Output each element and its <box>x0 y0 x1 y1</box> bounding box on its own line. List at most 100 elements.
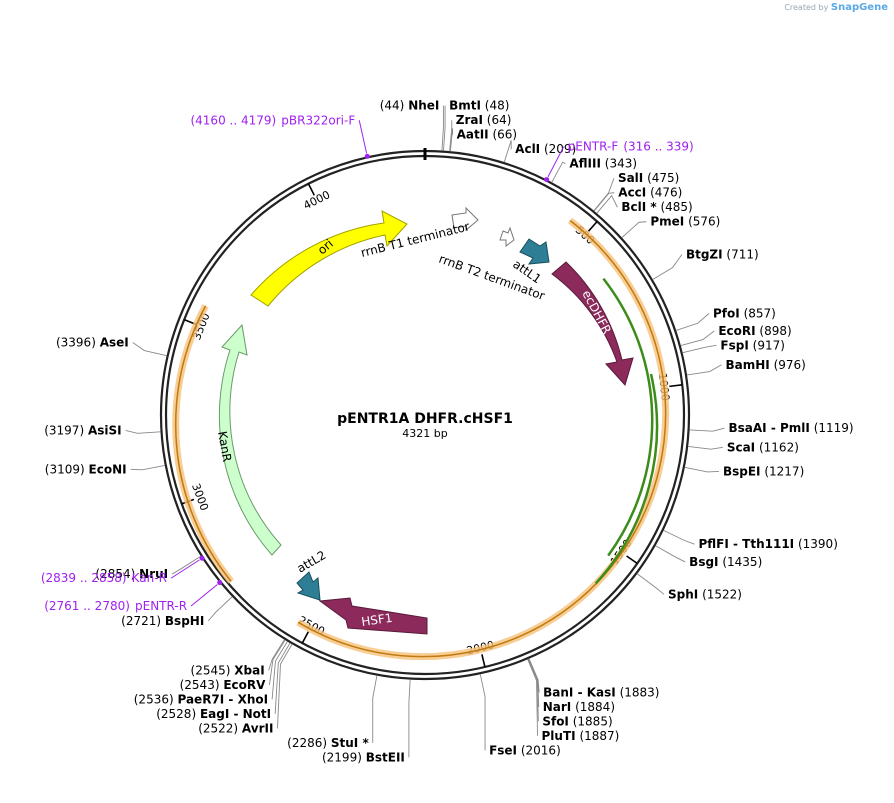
site-leader <box>408 679 411 758</box>
restriction-site[interactable]: PflFI - Tth111I (1390) <box>698 537 837 551</box>
primer-label[interactable]: (2839 .. 2858) Kan-R <box>41 567 167 586</box>
site-name: AccI <box>618 186 646 200</box>
primer-label[interactable]: (4160 .. 4179) pBR322ori-F <box>190 109 355 128</box>
site-leader <box>652 254 683 280</box>
site-name: AflIII <box>569 157 601 171</box>
site-name: PluTI <box>542 729 576 743</box>
site-name: EcoRI <box>718 324 755 338</box>
site-leader-lines <box>125 105 725 758</box>
primer-name: pENTR-F <box>568 140 619 154</box>
tick-label: 4000 <box>301 188 332 212</box>
restriction-site[interactable]: BamHI (976) <box>725 358 805 372</box>
tick-1000 <box>669 384 683 388</box>
restriction-site[interactable]: AclI (209) <box>515 142 576 156</box>
feature-KanR[interactable]: KanR <box>215 323 282 556</box>
restriction-site[interactable]: ScaI (1162) <box>727 440 799 454</box>
site-position: (1119) <box>814 421 854 435</box>
site-name: SalI <box>618 171 643 185</box>
restriction-site[interactable]: (2199) BstEII <box>322 750 405 764</box>
restriction-site[interactable]: BtgZI (711) <box>686 247 759 261</box>
KanR-arrow[interactable] <box>218 323 282 556</box>
site-name: PfoI <box>713 306 740 320</box>
site-name: BanI - KasI <box>543 685 616 699</box>
rrnB-T2-arrow[interactable] <box>499 226 515 247</box>
site-leader <box>593 192 615 212</box>
site-leader <box>682 344 717 354</box>
restriction-site[interactable]: (3109) EcoNI <box>45 462 127 476</box>
restriction-site[interactable]: AccI (476) <box>618 186 682 200</box>
primer-marker <box>217 580 223 586</box>
restriction-site[interactable]: (3396) AseI <box>56 336 129 350</box>
restriction-site[interactable]: (2543) EcoRV <box>180 678 267 692</box>
restriction-site[interactable]: BanI - KasI (1883) <box>543 685 659 699</box>
site-position: (1162) <box>759 440 799 454</box>
restriction-site[interactable]: (2545) XbaI <box>191 663 265 677</box>
restriction-site[interactable]: (2528) EagI - NotI <box>156 707 271 721</box>
attL2-arrow[interactable] <box>296 571 321 601</box>
ecDHFR-arrow[interactable] <box>551 261 634 386</box>
site-leader <box>621 221 647 238</box>
restriction-site[interactable]: (2522) AvrII <box>198 721 273 735</box>
ori-arrow[interactable] <box>250 210 408 307</box>
site-leader <box>503 140 512 163</box>
primer-label[interactable]: (2761 .. 2780) pENTR-R <box>44 595 187 614</box>
restriction-site[interactable]: SalI (475) <box>618 171 679 185</box>
site-leader <box>684 466 719 473</box>
site-position: (976) <box>774 358 806 372</box>
site-position: (485) <box>660 200 692 214</box>
site-position: (343) <box>605 157 637 171</box>
feature-HSF1[interactable]: HSF1 <box>318 597 428 635</box>
restriction-site[interactable]: (2286) StuI * <box>287 736 369 750</box>
site-leader <box>171 555 202 575</box>
restriction-site[interactable]: EcoRI (898) <box>718 324 791 338</box>
restriction-site[interactable]: BmtI (48) <box>449 99 509 113</box>
restriction-site[interactable]: ZraI (64) <box>456 113 512 127</box>
restriction-site[interactable]: FseI (2016) <box>489 743 561 757</box>
primer-labels: (4160 .. 4179) pBR322ori-F pENTR-F (316 .… <box>41 109 694 614</box>
primer-leader <box>547 146 565 178</box>
site-position: (1884) <box>575 700 615 714</box>
site-leader <box>132 342 167 357</box>
restriction-site[interactable]: NarI (1884) <box>543 700 615 714</box>
restriction-site[interactable]: (44) NheI <box>380 99 440 113</box>
HSF1-arrow[interactable] <box>318 597 428 635</box>
site-name: BspHI <box>165 614 204 628</box>
site-position: (209) <box>544 142 576 156</box>
restriction-site[interactable]: (2721) BspHI <box>121 614 204 628</box>
restriction-site[interactable]: PfoI (857) <box>713 306 776 320</box>
restriction-site[interactable]: BclI * (485) <box>621 200 692 214</box>
feature-ecDHFR[interactable]: ecDHFR <box>551 261 634 386</box>
site-name: SfoI <box>542 714 569 728</box>
site-name: BtgZI <box>686 247 723 261</box>
rrnB-T1-arrow[interactable] <box>451 206 479 232</box>
primer-name: pBR322ori-F <box>281 113 355 127</box>
site-name: BamHI <box>725 358 769 372</box>
restriction-site[interactable]: (2536) PaeR7I - XhoI <box>134 692 268 706</box>
site-name: PmeI <box>650 215 684 229</box>
snapgene-credit: Created by SnapGene <box>784 2 888 13</box>
attL2-label: attL2 <box>295 548 329 576</box>
site-name: FseI <box>489 743 517 757</box>
restriction-site[interactable]: PmeI (576) <box>650 215 720 229</box>
restriction-site[interactable]: BspEI (1217) <box>723 464 804 478</box>
site-position: (576) <box>688 215 720 229</box>
restriction-site[interactable]: PluTI (1887) <box>542 729 620 743</box>
restriction-site[interactable]: AatII (66) <box>457 128 518 142</box>
attL1-arrow[interactable] <box>519 238 550 265</box>
restriction-site[interactable]: BsaAI - PmlI (1119) <box>729 421 854 435</box>
restriction-site[interactable]: SphI (1522) <box>668 587 742 601</box>
feature-ori[interactable]: ori <box>250 210 408 307</box>
site-position: (1390) <box>798 537 838 551</box>
restriction-site[interactable]: (2854) NruI <box>95 567 168 581</box>
site-position: (44) <box>380 99 405 113</box>
restriction-site[interactable]: BsgI (1435) <box>689 555 762 569</box>
restriction-site[interactable]: FspI (917) <box>720 338 785 352</box>
restriction-site[interactable]: (3197) AsiSI <box>44 423 121 437</box>
primer-label[interactable]: pENTR-F (316 .. 339) <box>568 136 694 155</box>
feature-attL2[interactable]: attL2 <box>295 548 329 601</box>
site-position: (857) <box>744 306 776 320</box>
restriction-site[interactable]: SfoI (1885) <box>542 714 612 728</box>
green-primer-arcs <box>594 277 659 585</box>
restriction-site[interactable]: AflIII (343) <box>569 157 637 171</box>
